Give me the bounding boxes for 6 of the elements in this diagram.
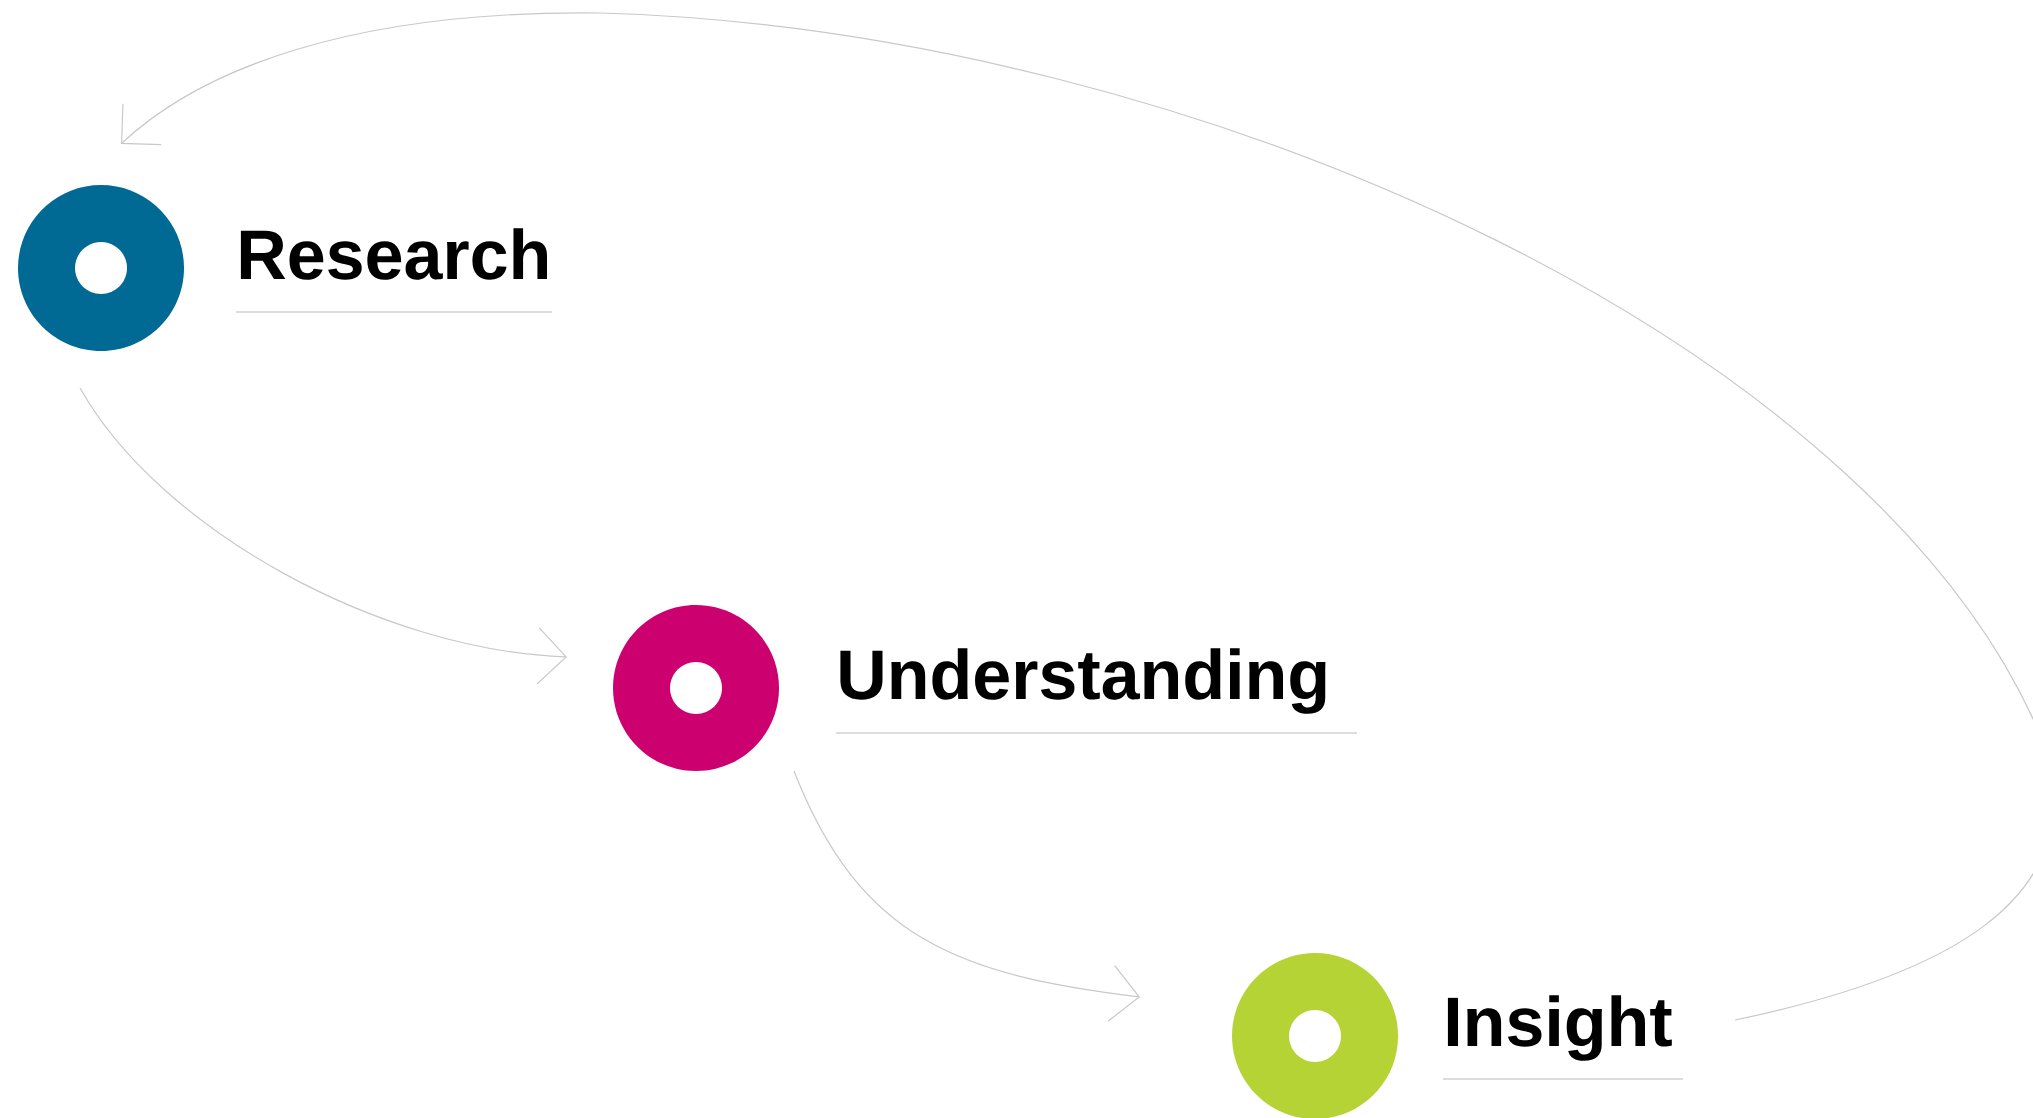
step-heading: Insight	[1447, 995, 1672, 1061]
step-heading: Research	[240, 228, 547, 280]
arrow	[79, 387, 567, 685]
arrow	[793, 770, 1140, 1022]
arrow	[121, 12, 2033, 1021]
step-heading: Understanding	[840, 648, 1326, 714]
